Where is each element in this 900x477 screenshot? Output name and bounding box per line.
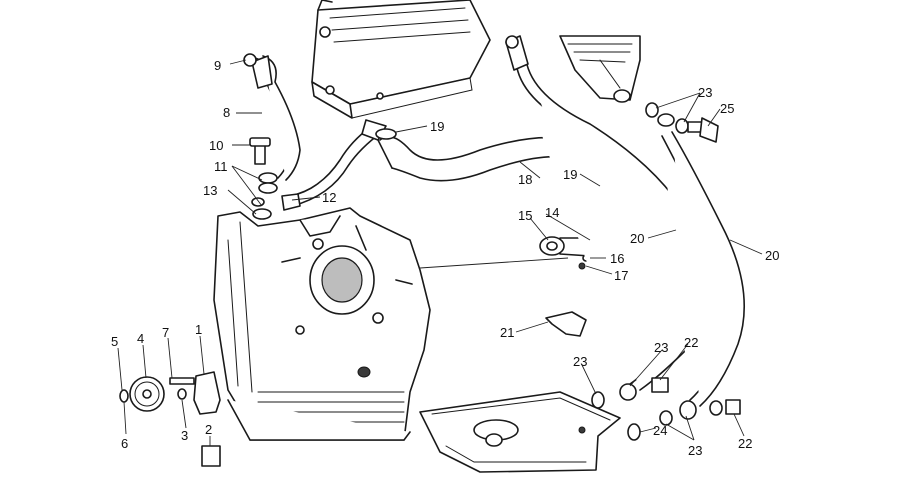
callout-3: 3 — [181, 428, 188, 443]
callout-1: 1 — [195, 322, 202, 337]
callout-6: 6 — [121, 436, 128, 451]
callout-4: 4 — [137, 331, 144, 346]
callout-23-bottom: 23 — [688, 443, 702, 458]
hose-clamp — [545, 311, 587, 337]
oil-line-hose — [243, 53, 301, 181]
leader-lines — [117, 59, 763, 446]
callout-12: 12 — [322, 190, 336, 205]
callout-18: 18 — [518, 172, 532, 187]
callout-8: 8 — [223, 105, 230, 120]
callout-13: 13 — [203, 183, 217, 198]
cooler-return-hose — [289, 119, 387, 207]
callout-11: 11 — [214, 159, 228, 174]
callout-22-bottom: 22 — [738, 436, 752, 451]
callout-5: 5 — [111, 334, 118, 349]
callout-7: 7 — [162, 325, 169, 340]
crankcase — [213, 207, 431, 441]
callout-23-mid: 23 — [654, 340, 668, 355]
callout-23-mid-left: 23 — [573, 354, 587, 369]
callout-2: 2 — [205, 422, 212, 437]
callout-23-top: 23 — [698, 85, 712, 100]
callout-numbers: 9 8 10 11 13 12 19 18 19 15 14 16 17 20 … — [111, 58, 779, 458]
callout-9: 9 — [214, 58, 221, 73]
callout-14: 14 — [545, 205, 559, 220]
mounting-bracket — [559, 35, 641, 103]
callout-15: 15 — [518, 208, 532, 223]
oil-pump-assembly — [119, 371, 221, 415]
oil-cooler — [311, 0, 491, 119]
callout-24: 24 — [653, 423, 667, 438]
banjo-fittings — [249, 137, 301, 220]
oil-sump-pan — [419, 391, 621, 473]
callout-25: 25 — [720, 101, 734, 116]
callout-16: 16 — [610, 251, 624, 266]
oil-cooler-hoses — [505, 35, 746, 407]
callout-20-left: 20 — [630, 231, 644, 246]
callout-22-top: 22 — [684, 335, 698, 350]
callout-19-right: 19 — [563, 167, 577, 182]
drain-plug — [201, 445, 221, 467]
callout-19-top: 19 — [430, 119, 444, 134]
callout-20-right: 20 — [765, 248, 779, 263]
callout-17: 17 — [614, 268, 628, 283]
callout-10: 10 — [209, 138, 223, 153]
callout-21: 21 — [500, 325, 514, 340]
lower-fittings — [591, 377, 741, 441]
banjo-bolt-set — [645, 102, 719, 143]
